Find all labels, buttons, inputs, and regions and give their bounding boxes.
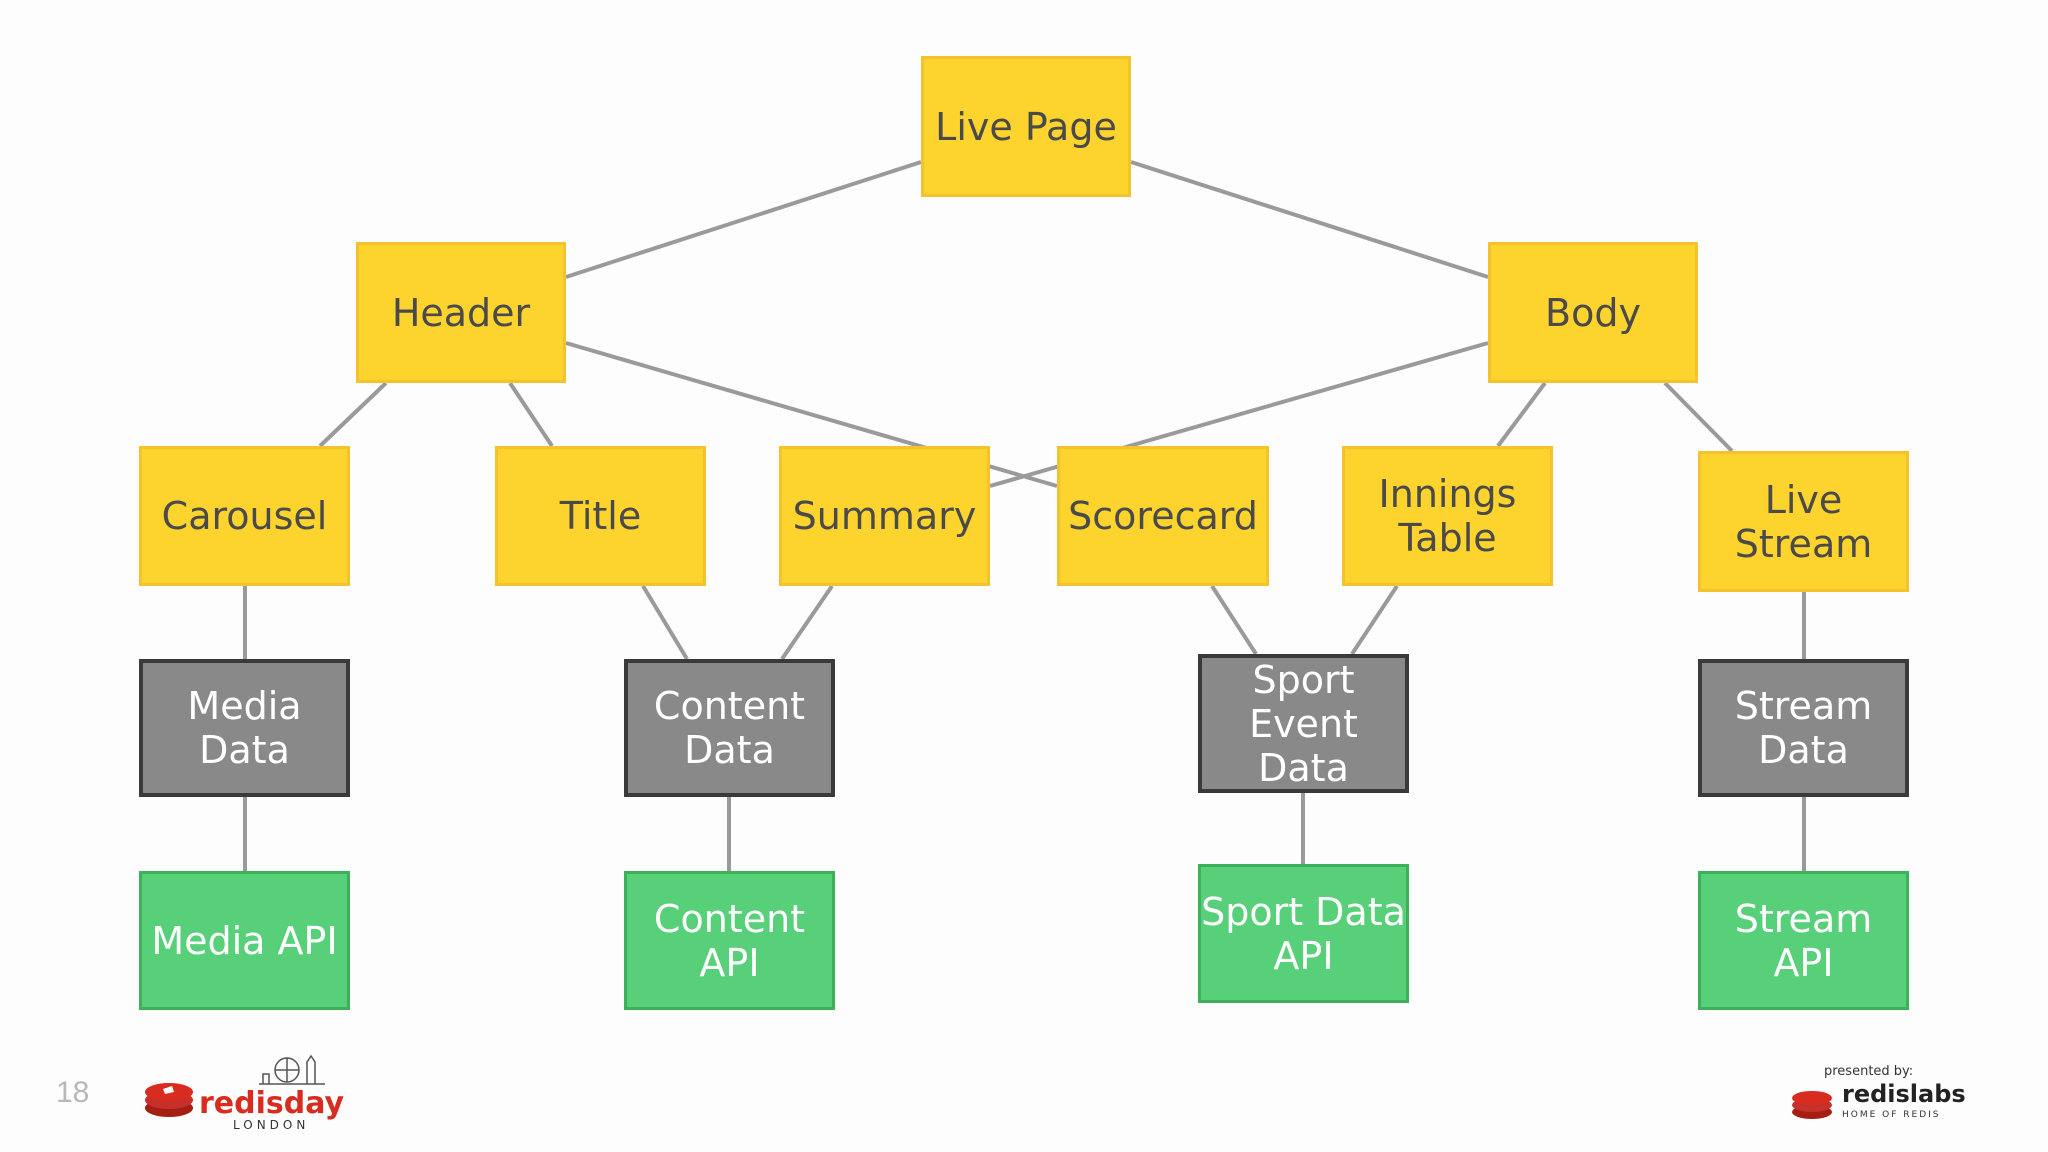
edge-live-page-header <box>565 160 922 279</box>
node-innings-table[interactable]: Innings Table <box>1342 446 1553 586</box>
node-sport-data-api[interactable]: Sport Data API <box>1198 864 1409 1003</box>
node-sport-event-data[interactable]: Sport Event Data <box>1198 654 1409 793</box>
edge-summary-content-data <box>780 584 834 661</box>
presented-by-label: presented by: <box>1824 1064 1914 1079</box>
redis-cube-icon <box>145 1083 193 1117</box>
redislabs-tagline: HOME OF REDIS <box>1842 1110 1941 1120</box>
node-live-stream[interactable]: Live Stream <box>1698 451 1909 592</box>
redis-cube-icon-small <box>1792 1091 1832 1119</box>
node-scorecard[interactable]: Scorecard <box>1057 446 1269 586</box>
redislabs-logo: presented by: redislabs HOME OF REDIS <box>1792 1064 1992 1124</box>
slide-number: 18 <box>56 1076 90 1109</box>
node-media-data[interactable]: Media Data <box>139 659 350 797</box>
edge-body-innings-table <box>1496 381 1547 448</box>
edge-header-carousel <box>318 381 388 448</box>
edge-body-live-stream <box>1663 381 1734 453</box>
edge-live-page-body <box>1130 160 1489 279</box>
redislabs-wordmark: redislabs <box>1842 1080 1966 1108</box>
edge-title-content-data <box>641 584 689 661</box>
redisday-london-logo: redisday LONDON <box>145 1050 344 1132</box>
edge-scorecard-sport-event-data <box>1210 584 1258 656</box>
london-skyline-icon <box>259 1054 325 1085</box>
redisday-location: LONDON <box>233 1118 310 1132</box>
node-carousel[interactable]: Carousel <box>139 446 350 586</box>
node-media-api[interactable]: Media API <box>139 871 350 1010</box>
node-header[interactable]: Header <box>356 242 566 383</box>
node-body[interactable]: Body <box>1488 242 1698 383</box>
node-stream-data[interactable]: Stream Data <box>1698 659 1909 797</box>
node-live-page[interactable]: Live Page <box>921 56 1131 197</box>
node-summary[interactable]: Summary <box>779 446 990 586</box>
edge-innings-table-sport-event-data <box>1350 584 1399 656</box>
node-content-api[interactable]: Content API <box>624 871 835 1010</box>
node-title[interactable]: Title <box>495 446 706 586</box>
node-stream-api[interactable]: Stream API <box>1698 871 1909 1010</box>
redisday-wordmark: redisday <box>199 1086 345 1121</box>
edge-header-title <box>508 381 554 448</box>
node-content-data[interactable]: Content Data <box>624 659 835 797</box>
